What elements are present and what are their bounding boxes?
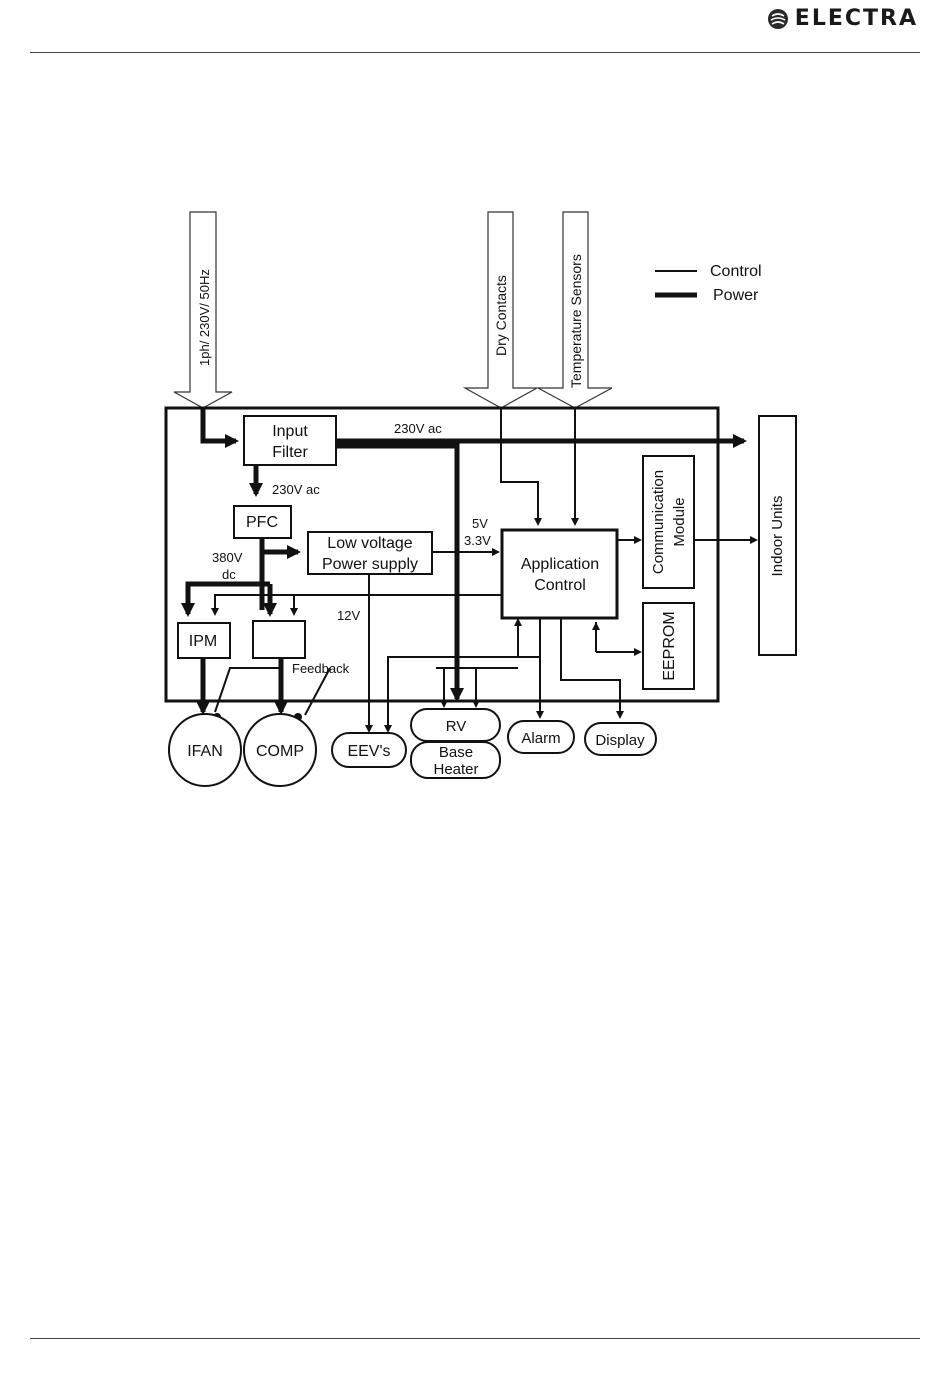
legend-control-label: Control (710, 263, 762, 280)
temperature-sensors-label: Temperature Sensors (568, 254, 584, 388)
comm-module-label-1: Communication (650, 470, 667, 574)
voltage-230ac-pfc: 230V ac (272, 482, 320, 497)
display-label: Display (595, 732, 645, 749)
feedback-label: Feedback (292, 661, 350, 676)
electra-logo-icon (767, 8, 789, 30)
rv-label: RV (446, 718, 467, 735)
eevs-label: EEV's (347, 743, 390, 760)
dry-contacts-label: Dry Contacts (493, 275, 509, 356)
voltage-dc-label: dc (222, 567, 236, 582)
base-heater-label-1: Base (439, 744, 473, 761)
voltage-380-label: 380V (212, 550, 243, 565)
brand-name: ELECTRA (795, 6, 918, 31)
application-control-block (502, 530, 617, 618)
comm-module-label-2: Module (671, 497, 688, 546)
footer-rule (30, 1338, 920, 1339)
mains-input-label: 1ph/ 230V/ 50Hz (197, 269, 212, 366)
app-control-label-2: Control (534, 577, 586, 594)
block-diagram: Control Power 1ph/ 230V/ 50Hz Dry Contac… (150, 200, 810, 795)
voltage-12v-label: 12V (337, 608, 360, 623)
lv-supply-label-1: Low voltage (327, 535, 412, 552)
voltage-5v-label: 5V (472, 516, 488, 531)
header-rule (30, 52, 920, 53)
voltage-230ac-top: 230V ac (394, 421, 442, 436)
pfc-label: PFC (246, 514, 278, 531)
voltage-33v-label: 3.3V (464, 533, 491, 548)
brand-logo: ELECTRA (767, 6, 918, 31)
eeprom-label: EEPROM (661, 611, 678, 680)
ifan-label: IFAN (187, 743, 223, 760)
comp-driver-block (253, 621, 305, 658)
lv-supply-label-2: Power supply (322, 556, 418, 573)
alarm-label: Alarm (521, 730, 560, 747)
input-filter-label-1: Input (272, 423, 308, 440)
ipm-label: IPM (189, 633, 217, 650)
indoor-units-label: Indoor Units (769, 496, 786, 577)
legend-power-label: Power (713, 287, 759, 304)
app-control-label-1: Application (521, 556, 599, 573)
base-heater-label-2: Heater (433, 761, 478, 778)
comp-label: COMP (256, 743, 304, 760)
input-filter-label-2: Filter (272, 444, 308, 461)
legend: Control Power (655, 263, 762, 304)
